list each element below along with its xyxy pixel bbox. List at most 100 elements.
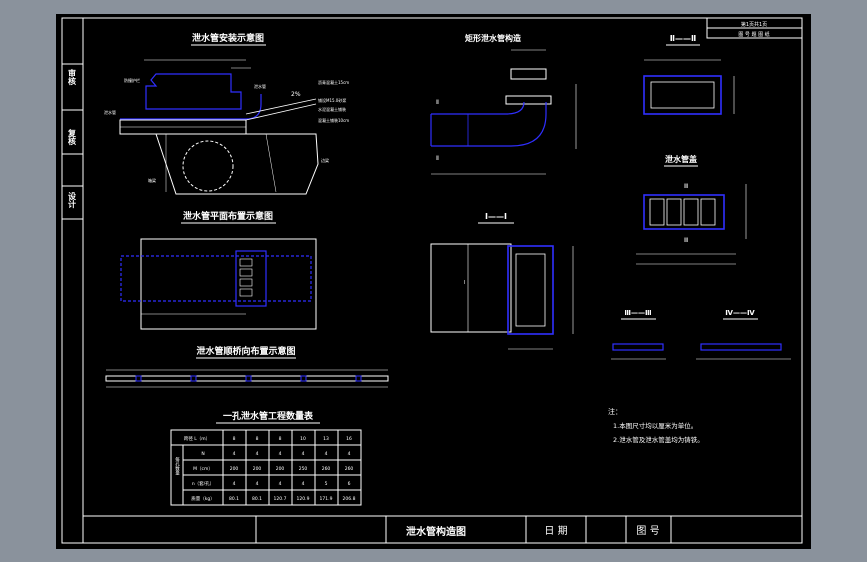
table-header: 8 xyxy=(233,436,236,442)
drain-mark xyxy=(190,375,197,382)
table-cell: 200 xyxy=(230,466,239,472)
table-cell: 250 xyxy=(299,466,308,472)
rect-pipe-inner xyxy=(431,101,525,115)
label-drain: 泄水管 xyxy=(254,83,266,89)
title-grate: 泄水管盖 xyxy=(665,154,697,164)
drain-mark xyxy=(135,375,142,382)
table-cell: 206.8 xyxy=(343,496,356,502)
table-cell: 80.1 xyxy=(252,496,262,502)
title-install: 泄水管安装示意图 xyxy=(192,32,264,44)
table-cell: 120.9 xyxy=(297,496,310,502)
table-cell: 4 xyxy=(233,481,236,487)
grate-body xyxy=(643,194,725,230)
table-row-label: N xyxy=(201,451,204,457)
grate-cell xyxy=(649,198,665,226)
title-rect-pipe: 矩形泄水管构造 xyxy=(464,33,521,43)
top-flange xyxy=(510,68,547,80)
table-cell: 4 xyxy=(279,481,282,487)
grate-cell xyxy=(700,198,716,226)
pipe-bend xyxy=(120,94,262,120)
section-4-shape xyxy=(700,343,782,351)
table-cell: 171.9 xyxy=(320,496,333,502)
drawing-title: 泄水管构造图 xyxy=(406,525,466,538)
table-row-label: 质量（kg） xyxy=(191,495,214,502)
grate-slot xyxy=(239,268,253,277)
label-asphalt: 沥青混凝土15cm xyxy=(318,79,349,85)
section-1-opening xyxy=(515,253,546,327)
title-section-1: Ⅰ——Ⅰ xyxy=(485,212,507,221)
girder-void xyxy=(182,140,234,192)
table-cell: 4 xyxy=(256,451,259,457)
quantity-table: 跨径 L（m） 8 8 8 10 13 16 每孔数量 N 4 4 4 4 4 … xyxy=(170,429,362,506)
table-cell: 4 xyxy=(302,451,305,457)
table-cell: 260 xyxy=(345,466,354,472)
label-waterproof: 水泥混凝土铺装 xyxy=(318,106,346,112)
table-border xyxy=(170,429,362,506)
title-section-2: Ⅱ——Ⅱ xyxy=(670,34,697,43)
figno-label: 图 号 xyxy=(636,525,659,537)
section-2-inner xyxy=(650,81,715,109)
label-concrete: 混凝土铺装10cm xyxy=(318,117,349,123)
cad-drawing: 审核 复核 设计 第1页共1页 图 号 题 图 纸 泄水管安装示意图 防撞护栏 … xyxy=(61,17,803,544)
plan-pipe-zone xyxy=(120,255,312,302)
table-cell: 4 xyxy=(233,451,236,457)
table-header: 10 xyxy=(300,436,306,442)
table-cell: 5 xyxy=(325,481,328,487)
title-section-4: Ⅳ——Ⅳ xyxy=(725,309,755,317)
table-row-label: M（cm） xyxy=(193,466,213,472)
table-row-label: n（套/孔） xyxy=(192,480,214,487)
label-girder: 箱梁 xyxy=(148,177,156,183)
grate-cell xyxy=(666,198,682,226)
slope-line xyxy=(245,103,317,121)
grate-slot xyxy=(239,288,253,297)
table-header: 跨径 L（m） xyxy=(184,435,210,442)
table-group-label: 每孔数量 xyxy=(175,456,180,477)
side-label-review: 审核 xyxy=(68,68,77,86)
longitudinal-deck xyxy=(105,375,389,382)
guardrail-shape xyxy=(145,73,242,110)
drain-mark xyxy=(245,375,252,382)
section-mark-1: Ⅰ xyxy=(464,280,465,286)
section-3-shape xyxy=(612,343,664,351)
grate-slot xyxy=(239,278,253,287)
girder-web xyxy=(265,133,277,193)
note-item: 2.泄水管及泄水管盖均为铸铁。 xyxy=(613,435,704,444)
notes-heading: 注： xyxy=(608,407,622,416)
drain-mark xyxy=(300,375,307,382)
table-cell: 4 xyxy=(256,481,259,487)
table-header: 16 xyxy=(346,436,352,442)
table-header: 8 xyxy=(256,436,259,442)
table-cell: 200 xyxy=(276,466,285,472)
section-1-body xyxy=(430,243,512,333)
plan-grate xyxy=(235,250,267,307)
label-pipe: 泄水管 xyxy=(104,109,116,115)
label-slope: 2% xyxy=(291,91,301,98)
section-mark-2-bottom: Ⅱ xyxy=(436,155,439,162)
label-edge: 边梁 xyxy=(321,157,329,163)
table-cell: 4 xyxy=(348,451,351,457)
side-label-check: 复核 xyxy=(67,128,77,146)
label-mortar: 铺设M15.0砂浆 xyxy=(318,97,346,103)
table-cell: 120.7 xyxy=(274,496,287,502)
table-cell: 200 xyxy=(253,466,262,472)
grate-cell xyxy=(683,198,699,226)
section-1-frame xyxy=(507,245,554,335)
header-page: 第1页共1页 xyxy=(741,21,767,28)
drain-mark xyxy=(355,375,362,382)
date-label: 日 期 xyxy=(544,525,567,537)
section-mark-2-top: Ⅱ xyxy=(436,99,439,106)
note-item: 1.本图尺寸均以厘米为单位。 xyxy=(613,421,697,430)
grate-slot xyxy=(239,258,253,267)
table-cell: 260 xyxy=(322,466,331,472)
table-header: 13 xyxy=(323,436,329,442)
section-2-outer xyxy=(643,75,722,115)
section-mark-3-top: Ⅲ xyxy=(684,183,688,190)
label-guardrail: 防撞护栏 xyxy=(124,77,140,83)
side-label-design: 设计 xyxy=(68,191,77,209)
drawing-sheet: 审核 复核 设计 第1页共1页 图 号 题 图 纸 泄水管安装示意图 防撞护栏 … xyxy=(56,14,811,549)
table-header: 8 xyxy=(279,436,282,442)
slope-line xyxy=(245,98,317,115)
plan-deck xyxy=(140,238,317,330)
section-mark-3-bottom: Ⅲ xyxy=(684,237,688,244)
title-longitudinal: 泄水管顺桥向布置示意图 xyxy=(196,345,295,357)
